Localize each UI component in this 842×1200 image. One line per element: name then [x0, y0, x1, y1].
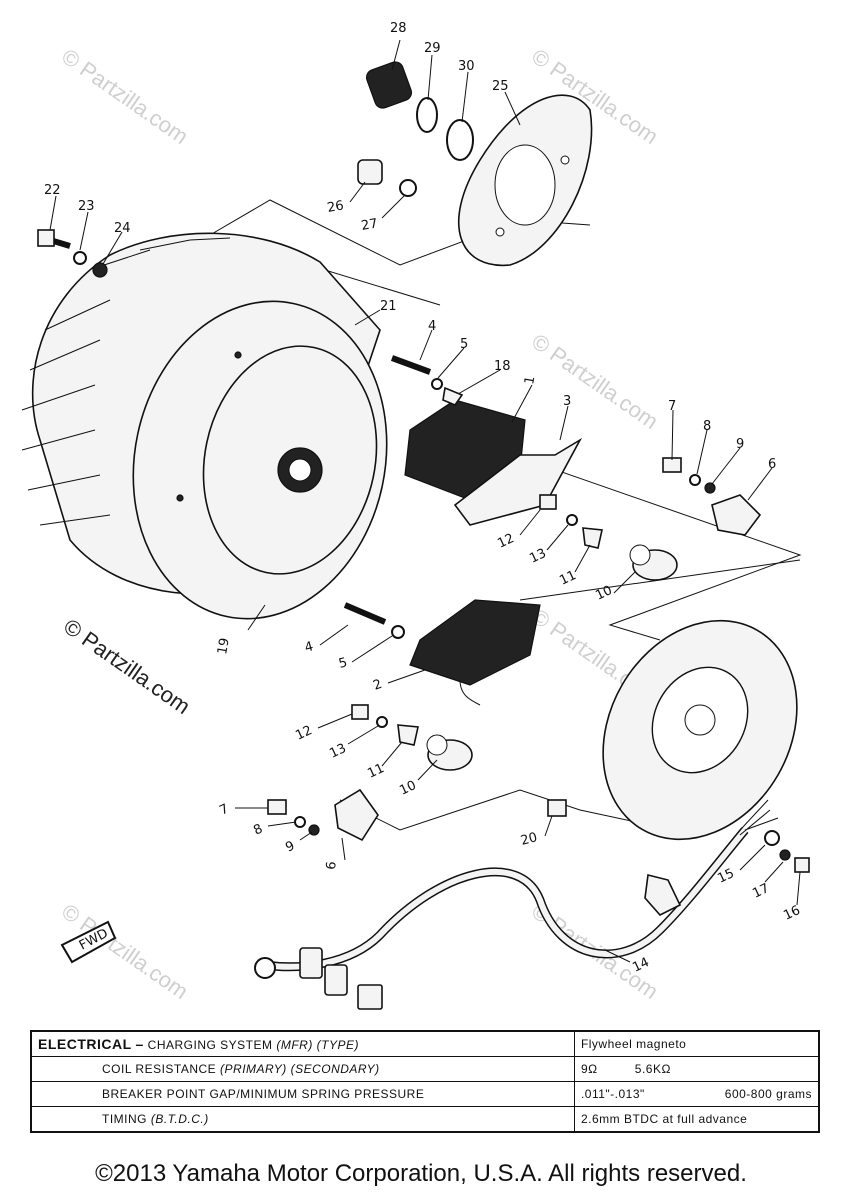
callout-19: 19 — [215, 637, 233, 656]
callout-5: 5 — [337, 655, 349, 672]
callout-18: 18 — [494, 359, 511, 374]
callout-25: 25 — [492, 79, 509, 94]
spec-value: .011"-.013" — [580, 1087, 645, 1101]
spec-row: COIL RESISTANCE (PRIMARY) (SECONDARY) 9Ω… — [30, 1056, 820, 1082]
callout-20: 20 — [519, 830, 539, 849]
electrical-spec-table: ELECTRICAL – CHARGING SYSTEM (MFR) (TYPE… — [30, 1030, 820, 1133]
spec-value-cell: 2.6mm BTDC at full advance — [573, 1106, 820, 1133]
flywheel-rotor — [21, 232, 388, 620]
callout-11: 11 — [365, 761, 386, 782]
spec-label: COIL RESISTANCE — [102, 1062, 217, 1076]
callout-15: 15 — [715, 866, 736, 887]
callout-10: 10 — [397, 778, 418, 799]
wire-harness — [254, 799, 779, 1010]
spec-row: ELECTRICAL – CHARGING SYSTEM (MFR) (TYPE… — [30, 1030, 820, 1057]
fasteners — [37, 61, 810, 873]
condenser-lower — [426, 734, 473, 771]
callout-8: 8 — [703, 419, 711, 434]
callout-9: 9 — [283, 839, 297, 856]
stator-base-plate — [602, 619, 798, 841]
callout-4: 4 — [303, 639, 315, 656]
callout-13: 13 — [527, 546, 548, 567]
callout-10: 10 — [593, 583, 614, 604]
callout-30: 30 — [458, 59, 475, 74]
spec-value-cell: .011"-.013" 600-800 grams — [573, 1081, 820, 1107]
callout-26: 26 — [326, 198, 345, 216]
watermark: © Partzilla.com — [57, 44, 193, 150]
spec-label-cell: COIL RESISTANCE (PRIMARY) (SECONDARY) — [30, 1056, 575, 1082]
condenser-upper — [629, 544, 678, 581]
callout-3: 3 — [563, 394, 571, 409]
leader-lines — [49, 39, 801, 963]
spec-label: TIMING — [102, 1112, 147, 1126]
coil-2 — [409, 599, 541, 706]
callout-28: 28 — [390, 21, 407, 36]
spec-label: CHARGING SYSTEM — [147, 1038, 273, 1052]
spec-qualifier: (B.T.D.C.) — [150, 1112, 209, 1126]
spec-qualifier: (PRIMARY) (SECONDARY) — [220, 1062, 380, 1076]
spec-dash: – — [135, 1036, 144, 1052]
callout-4: 4 — [428, 319, 436, 334]
watermark: © Partzilla.com — [527, 329, 663, 435]
callout-27: 27 — [360, 216, 379, 234]
callout-8: 8 — [251, 822, 265, 839]
callout-14: 14 — [630, 955, 651, 976]
spec-value: 5.6KΩ — [634, 1062, 671, 1076]
callout-1: 1 — [522, 375, 538, 386]
spec-label-cell: BREAKER POINT GAP/MINIMUM SPRING PRESSUR… — [30, 1081, 575, 1107]
spec-value: 9Ω — [580, 1062, 598, 1076]
spec-label-cell: ELECTRICAL – CHARGING SYSTEM (MFR) (TYPE… — [30, 1030, 575, 1057]
callout-17: 17 — [750, 881, 771, 902]
callout-6: 6 — [768, 457, 776, 472]
copyright-notice: ©2013 Yamaha Motor Corporation, U.S.A. A… — [95, 1160, 747, 1187]
spec-value: 2.6mm BTDC at full advance — [580, 1112, 748, 1126]
spec-category: ELECTRICAL — [38, 1036, 132, 1052]
callout-7: 7 — [217, 802, 231, 819]
exploded-parts-diagram: © Partzilla.com © Partzilla.com © Partzi… — [21, 21, 810, 1010]
callout-2: 2 — [371, 677, 384, 694]
spec-value: 600-800 grams — [724, 1087, 812, 1101]
callout-labels: 1 2 3 4 4 5 5 6 6 7 7 8 8 9 9 10 10 11 1… — [44, 21, 803, 976]
spec-value-cell: Flywheel magneto — [573, 1030, 820, 1057]
callout-29: 29 — [424, 41, 441, 56]
callout-7: 7 — [668, 399, 676, 414]
contact-breaker-lower — [334, 788, 379, 842]
coil-3 — [453, 437, 583, 526]
callout-11: 11 — [557, 568, 578, 589]
spec-row: TIMING (B.T.D.C.) 2.6mm BTDC at full adv… — [30, 1106, 820, 1133]
callout-23: 23 — [78, 199, 95, 214]
spec-label-cell: TIMING (B.T.D.C.) — [30, 1106, 575, 1133]
contact-breaker-upper — [711, 494, 762, 536]
callout-12: 12 — [293, 723, 314, 744]
plate-25 — [457, 94, 593, 267]
callout-22: 22 — [44, 183, 61, 198]
spec-row: BREAKER POINT GAP/MINIMUM SPRING PRESSUR… — [30, 1081, 820, 1107]
spec-value: Flywheel magneto — [580, 1037, 687, 1051]
callout-21: 21 — [380, 299, 397, 314]
callout-9: 9 — [736, 437, 744, 452]
callout-16: 16 — [781, 903, 802, 924]
callout-5: 5 — [460, 337, 468, 352]
callout-6: 6 — [324, 861, 340, 871]
callout-13: 13 — [327, 741, 348, 762]
spec-label: BREAKER POINT GAP/MINIMUM SPRING PRESSUR… — [102, 1087, 425, 1101]
callout-24: 24 — [114, 221, 131, 236]
callout-12: 12 — [495, 531, 516, 552]
spec-qualifier: (MFR) (TYPE) — [276, 1038, 360, 1052]
spec-value-cell: 9Ω 5.6KΩ — [573, 1056, 820, 1082]
watermark: © Partzilla.com — [59, 614, 195, 720]
